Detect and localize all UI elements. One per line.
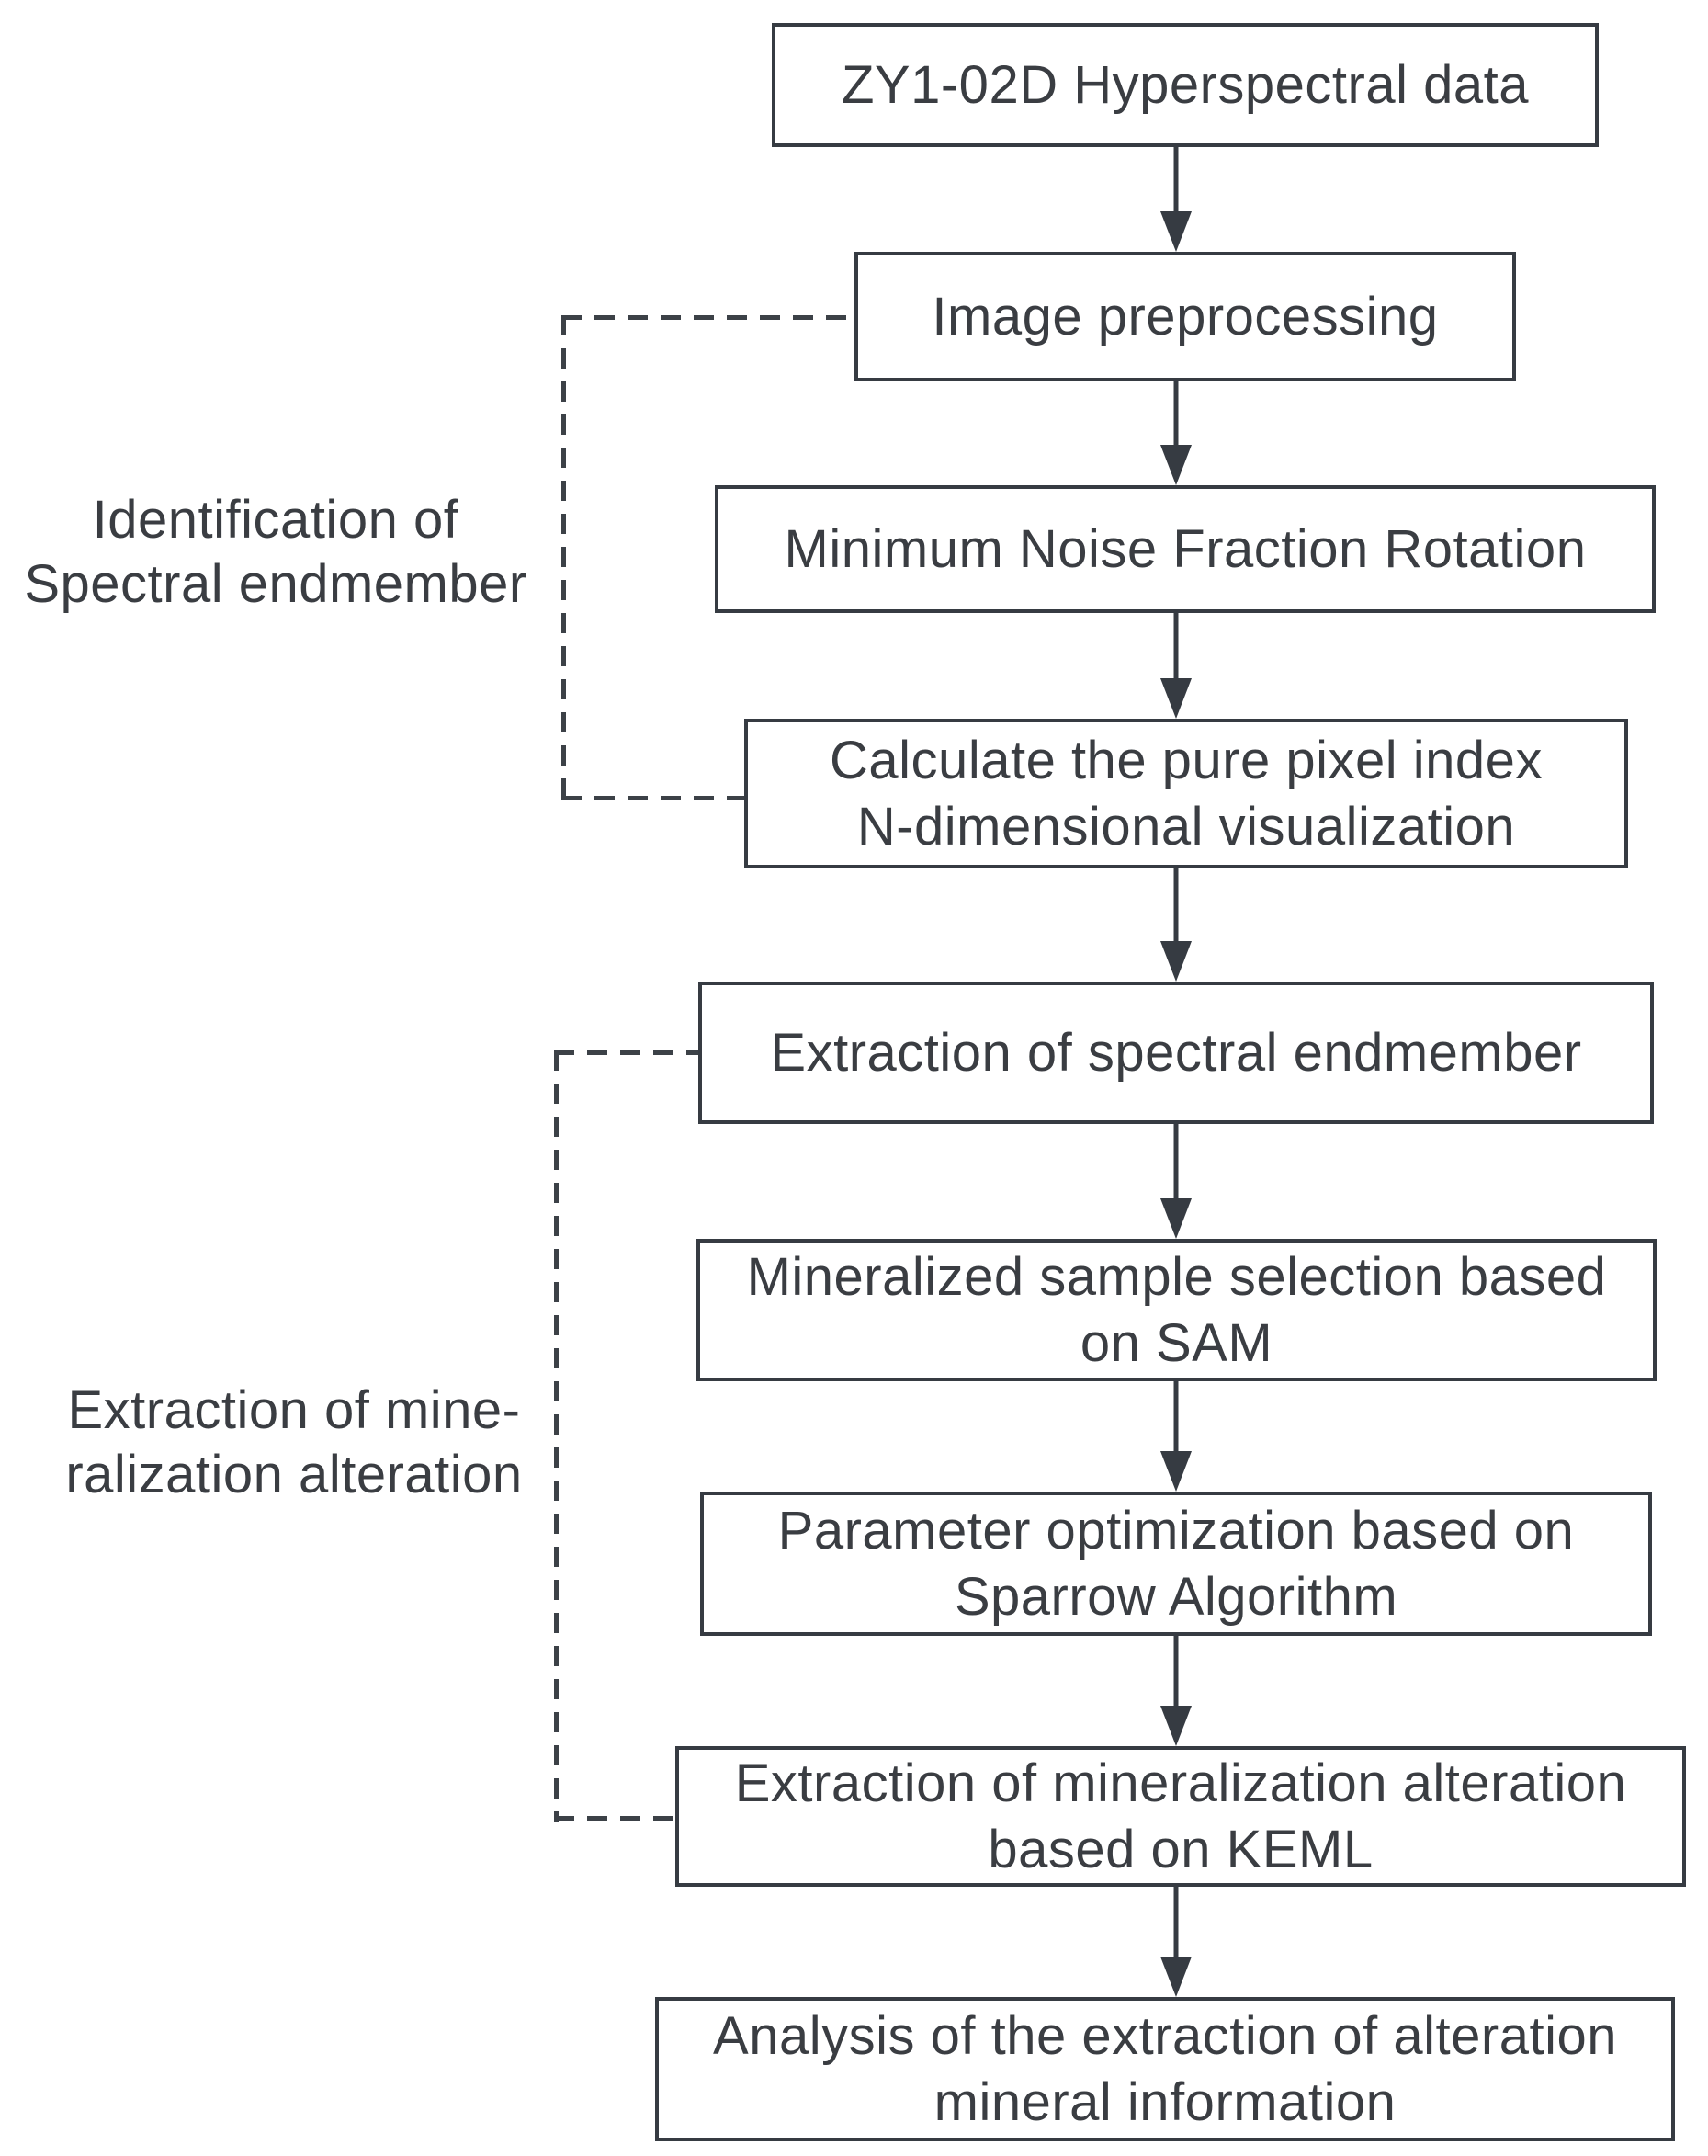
flow-box-alteration-analysis-label: Analysis of the extraction of alteration… — [713, 2005, 1617, 2132]
flow-box-image-preprocessing: Image preprocessing — [854, 252, 1516, 381]
side-label-extraction: Extraction of mine- ralization alteratio… — [65, 1380, 523, 1504]
bracket-extraction-top — [554, 1050, 698, 1055]
bracket-identification-bottom — [561, 796, 744, 800]
arrow-shaft — [1173, 1124, 1179, 1202]
side-label-identification: Identification of Spectral endmember — [24, 490, 527, 614]
flow-box-keml-extraction: Extraction of mineralization alteration … — [675, 1746, 1686, 1887]
bracket-identification-vertical — [561, 315, 566, 802]
flow-box-pure-pixel-index: Calculate the pure pixel index N-dimensi… — [744, 719, 1628, 868]
arrow-shaft — [1173, 147, 1179, 215]
flow-arrow-6 — [1159, 1381, 1193, 1492]
flow-arrow-3 — [1159, 613, 1193, 719]
bracket-extraction-vertical — [554, 1050, 559, 1822]
flow-box-endmember-extraction-label: Extraction of spectral endmember — [770, 1022, 1582, 1083]
flow-arrow-2 — [1159, 381, 1193, 485]
flow-box-sam-sample-selection-label: Mineralized sample selection based on SA… — [746, 1246, 1607, 1373]
arrow-shaft — [1173, 1636, 1179, 1709]
flow-box-sparrow-optimization: Parameter optimization based on Sparrow … — [700, 1492, 1652, 1636]
arrow-shaft — [1173, 381, 1179, 448]
arrow-head-icon — [1160, 1706, 1192, 1746]
arrow-head-icon — [1160, 678, 1192, 719]
flow-arrow-8 — [1159, 1887, 1193, 1997]
arrow-head-icon — [1160, 1198, 1192, 1239]
flow-box-sparrow-optimization-label: Parameter optimization based on Sparrow … — [777, 1500, 1575, 1627]
flow-box-sam-sample-selection: Mineralized sample selection based on SA… — [696, 1239, 1657, 1381]
flow-arrow-7 — [1159, 1636, 1193, 1746]
arrow-head-icon — [1160, 1451, 1192, 1492]
arrow-head-icon — [1160, 445, 1192, 485]
flow-box-endmember-extraction: Extraction of spectral endmember — [698, 982, 1654, 1124]
bracket-extraction-bottom — [554, 1816, 675, 1821]
flow-box-alteration-analysis: Analysis of the extraction of alteration… — [655, 1997, 1675, 2141]
flow-box-keml-extraction-label: Extraction of mineralization alteration … — [734, 1753, 1627, 1879]
arrow-head-icon — [1160, 211, 1192, 252]
arrow-head-icon — [1160, 1957, 1192, 1997]
flow-box-mnf-rotation-label: Minimum Noise Fraction Rotation — [784, 518, 1587, 579]
flow-arrow-5 — [1159, 1124, 1193, 1239]
flow-arrow-1 — [1159, 147, 1193, 252]
flow-arrow-4 — [1159, 868, 1193, 982]
flow-box-pure-pixel-index-label: Calculate the pure pixel index N-dimensi… — [830, 730, 1543, 857]
flow-box-hyperspectral-data: ZY1-02D Hyperspectral data — [772, 23, 1599, 147]
bracket-identification-top — [561, 315, 854, 320]
arrow-head-icon — [1160, 941, 1192, 982]
arrow-shaft — [1173, 868, 1179, 945]
arrow-shaft — [1173, 1381, 1179, 1455]
flow-box-mnf-rotation: Minimum Noise Fraction Rotation — [715, 485, 1656, 613]
flow-box-image-preprocessing-label: Image preprocessing — [932, 286, 1439, 346]
flow-box-hyperspectral-data-label: ZY1-02D Hyperspectral data — [842, 54, 1529, 115]
arrow-shaft — [1173, 1887, 1179, 1960]
arrow-shaft — [1173, 613, 1179, 682]
